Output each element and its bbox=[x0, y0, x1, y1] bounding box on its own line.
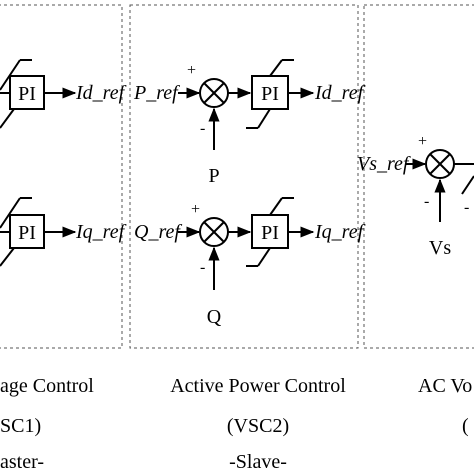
pi-block-p2-r2 bbox=[251, 214, 289, 249]
caption-ac-voltage-line2: ( bbox=[462, 415, 469, 437]
minus-sign: - bbox=[200, 120, 205, 137]
ref-label-q-ref: Q_ref bbox=[134, 221, 182, 243]
output-label-id-ref: Id_ref bbox=[75, 82, 127, 104]
limiter-icon bbox=[246, 197, 294, 267]
pi-label: PI bbox=[261, 222, 279, 244]
panel-frame-active-power bbox=[129, 4, 359, 349]
caption-dc-voltage-line1: age Control bbox=[0, 375, 94, 397]
caption-active-power-line2: (VSC2) bbox=[227, 415, 289, 437]
caption-ac-voltage-line1: AC Vo bbox=[418, 375, 472, 397]
summing-junction-vs bbox=[425, 149, 455, 179]
output-label-iq-ref: Iq_ref bbox=[75, 221, 127, 243]
pi-label: PI bbox=[18, 83, 36, 105]
summing-junction-p bbox=[199, 78, 229, 108]
ref-label-vs-ref: Vs_ref bbox=[357, 153, 411, 175]
limiter-icon bbox=[246, 59, 294, 129]
caption-dc-voltage-line3: aster- bbox=[0, 451, 44, 473]
plus-sign: + bbox=[187, 62, 196, 79]
summing-junction-q bbox=[199, 217, 229, 247]
output-label-id-ref: Id_ref bbox=[314, 82, 366, 104]
feedback-label-q: Q bbox=[207, 306, 222, 328]
panel-frame-dc-voltage bbox=[0, 4, 123, 349]
limiter-fragment bbox=[461, 175, 474, 195]
pi-block-p1-r2 bbox=[9, 214, 45, 249]
minus-sign: - bbox=[464, 199, 469, 216]
panel-frame-ac-voltage bbox=[363, 4, 474, 349]
pi-block-p2-r1 bbox=[251, 75, 289, 110]
minus-sign: - bbox=[424, 193, 429, 210]
plus-sign: + bbox=[418, 133, 427, 150]
output-label-iq-ref: Iq_ref bbox=[314, 221, 366, 243]
pi-label: PI bbox=[18, 222, 36, 244]
feedback-label-p: P bbox=[208, 165, 219, 187]
caption-dc-voltage-line2: SC1) bbox=[0, 415, 41, 437]
plus-sign: + bbox=[191, 201, 200, 218]
pi-label: PI bbox=[261, 83, 279, 105]
minus-sign: - bbox=[200, 259, 205, 276]
caption-active-power-line1: Active Power Control bbox=[170, 375, 346, 397]
ref-label-p-ref: P_ref bbox=[133, 82, 180, 104]
limiter-icon bbox=[0, 197, 32, 267]
pi-block-p1-r1 bbox=[9, 75, 45, 110]
caption-active-power-line3: -Slave- bbox=[229, 451, 287, 473]
feedback-label-vs: Vs bbox=[429, 237, 451, 259]
